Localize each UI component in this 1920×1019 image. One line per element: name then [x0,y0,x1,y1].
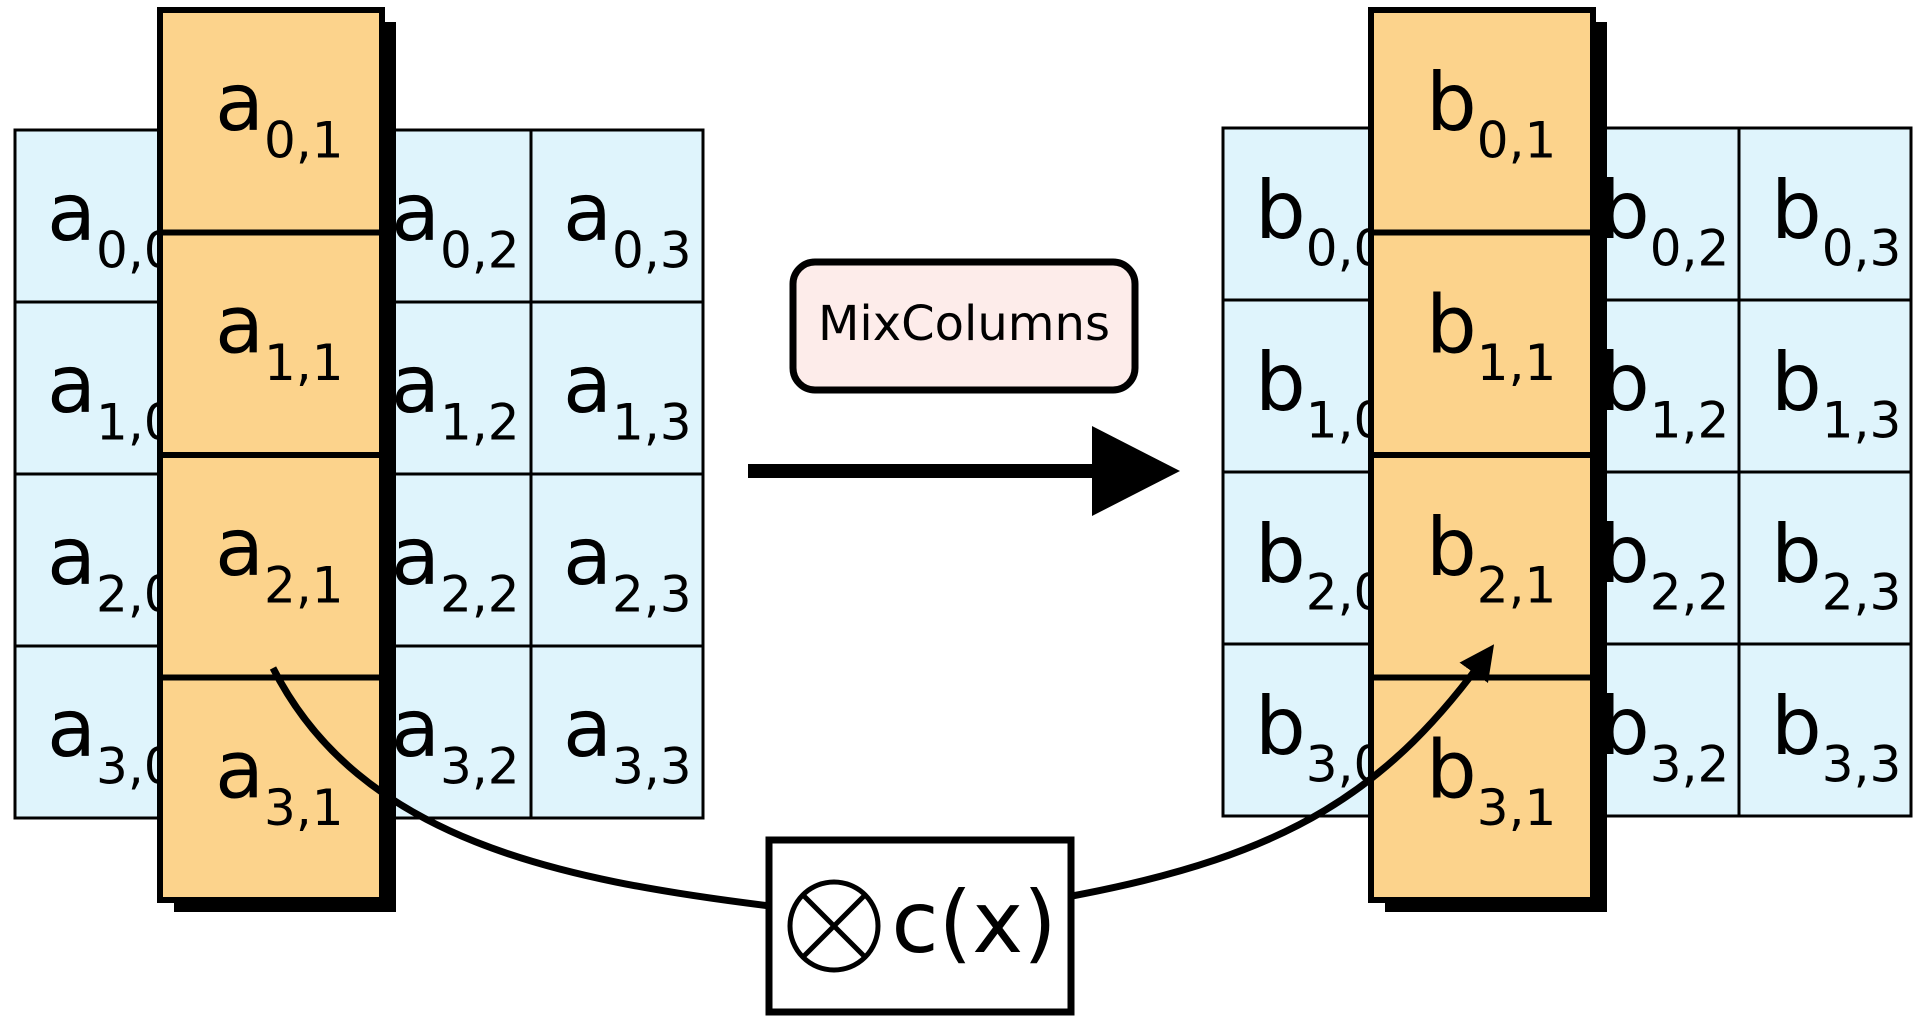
cell-label-a-3-2: a3,2 [391,682,520,796]
column-label-b-3-1: b3,1 [1426,724,1556,838]
transform-arrow-head [1092,426,1180,516]
matrix-cell [1737,298,1913,474]
cell-label-a-0-2: a0,2 [391,166,520,280]
cell-label-a-1-3: a1,3 [563,338,692,452]
right-highlighted-column: b0,1 b1,1 b2,1 b3,1 [1368,7,1607,912]
cell-label-b-2-3: b2,3 [1771,508,1901,622]
cell-label-b-2-2: b2,2 [1599,508,1729,622]
cell-label-a-0-3: a0,3 [563,166,692,280]
column-label-b-1-1: b1,1 [1426,279,1556,393]
multiplier-frame [765,836,1075,1016]
matrix-cell [1221,470,1397,646]
mixcolumns-box [789,258,1139,394]
column-cell [1368,674,1596,903]
column-cell [1368,7,1596,236]
column-cell [157,229,385,458]
matrix-cell [1221,126,1397,302]
cell-label-b-3-3: b3,3 [1771,680,1901,794]
matrix-cell [529,644,705,820]
cell-label-b-1-2: b1,2 [1599,336,1729,450]
column-cell [1368,229,1596,458]
column-label-a-0-1: a0,1 [215,56,344,170]
matrix-cell [1737,642,1913,818]
cell-label-b-1-3: b1,3 [1771,336,1901,450]
left-highlighted-column: a0,1 a1,1 a2,1 a3,1 [157,7,396,912]
matrix-cell [529,472,705,648]
otimes-icon [787,879,881,973]
cell-label-a-1-2: a1,2 [391,338,520,452]
multiplier-box: c(x) [765,836,1075,1016]
cell-label-a-2-2: a2,2 [391,510,520,624]
matrix-cell [529,300,705,476]
transform-arrow [748,426,1180,516]
matrix-cell [1221,642,1397,818]
cell-label-b-3-2: b3,2 [1599,680,1729,794]
column-label-a-3-1: a3,1 [215,724,344,838]
curve-to-right-column [1071,644,1495,900]
matrix-cell [1737,126,1913,302]
cell-label-b-0-3: b0,3 [1771,164,1901,278]
curve-from-left-column [269,666,771,910]
column-label-b-0-1: b0,1 [1426,56,1556,170]
matrix-cell [529,128,705,304]
mixcolumns-label-box: MixColumns [789,258,1139,394]
column-label-a-2-1: a2,1 [215,501,344,615]
column-label-a-1-1: a1,1 [215,279,344,393]
cell-label-b-0-2: b0,2 [1599,164,1729,278]
mixcolumns-label: MixColumns [818,296,1110,352]
column-cell [157,674,385,903]
multiplier-label: c(x) [891,873,1056,973]
cell-label-a-2-3: a2,3 [563,510,692,624]
column-label-b-2-1: b2,1 [1426,501,1556,615]
cell-label-a-3-3: a3,3 [563,682,692,796]
matrix-cell [1737,470,1913,646]
